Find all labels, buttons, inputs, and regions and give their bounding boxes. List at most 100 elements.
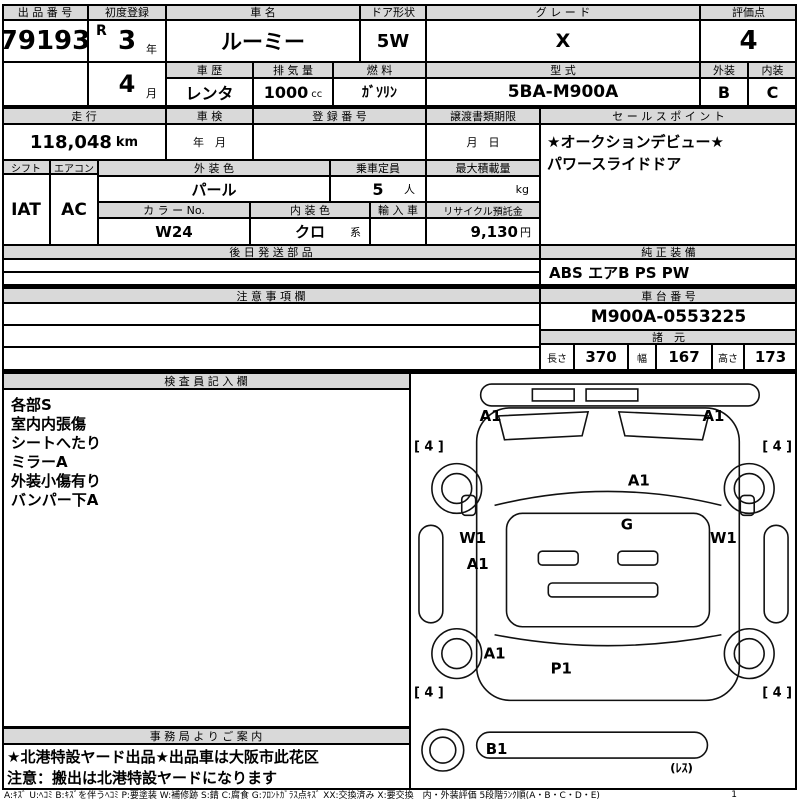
diagram-label-spare: (ﾚｽ) [670,761,693,775]
notes-row1 [2,303,540,325]
grade-value: X [426,20,700,62]
grille-slot-left [531,388,575,402]
first-registration-label: 初度登録 [88,4,166,20]
equipment-value: ABS エアB PS PW [540,259,797,285]
inspection-value: 年 月 [166,124,253,160]
import-value [370,218,426,245]
inspection-label: 車 検 [166,108,253,124]
grille-slot-right [585,388,639,402]
seat-rear-shape [547,582,659,598]
specs-label: 諸 元 [540,330,797,344]
windshield-line [494,490,722,507]
max-load-label: 最大積載量 [426,160,540,176]
shift-value: IAT [2,174,50,245]
page-number: 1 [731,789,737,800]
score-value: 4 [700,20,797,62]
first-reg-month-unit: 月 [146,87,157,100]
car-name-label: 車 名 [166,4,360,20]
recycle-deposit-value: 9,130 [470,222,518,241]
wheel-rear-right [723,627,775,680]
history-value: レンタ [166,78,253,106]
diagram-label-hood: A1 [628,471,650,489]
section-divider-4 [2,726,410,728]
transfer-deadline-value: 月 日 [426,124,540,160]
exterior-grade-label: 外装 [700,62,748,78]
inspector-line: 各部S [11,396,52,414]
width-label: 幅 [628,344,656,370]
notes-label: 注 意 事 項 欄 [2,288,540,303]
wheel-rear-left [431,627,483,680]
transfer-deadline-label: 譲渡書類期限 [426,108,540,124]
equipment-label: 純 正 装 備 [540,245,797,259]
interior-color-value: クロ [294,223,325,241]
office-notice-line1: ★北港特設ヤード出品★出品車は大阪市此花区 [7,748,319,766]
diagram-label-glass: G [621,515,633,533]
sales-point-line1: ★オークションデビュー★ [547,133,724,151]
recycle-deposit-label: リサイクル預託金 [426,202,540,218]
diagram-panel: A1 A1 [ 4 ] [ 4 ] A1 W1 G W1 A1 A1 P1 [ … [410,373,797,790]
mirror-right-shape [739,494,756,517]
wheel-front-left [431,462,483,515]
diagram-label-tire-rear-left: [ 4 ] [414,685,444,700]
inspector-line: 外装小傷有り [11,472,102,490]
registration-no-value [253,124,426,160]
diagram-label-tire-front-left: [ 4 ] [414,440,444,455]
later-parts-row2 [2,272,540,285]
car-damage-diagram: A1 A1 [ 4 ] [ 4 ] A1 W1 G W1 A1 A1 P1 [ … [414,383,792,775]
history-label: 車 歴 [166,62,253,78]
aircon-label: エアコン [50,160,98,174]
model-code-label: 型 式 [426,62,700,78]
wheel-front-right [723,462,775,515]
front-bumper-shape [479,383,760,407]
capacity-unit: 人 [404,183,415,196]
car-body-outline [475,407,741,702]
spare-tire-shape [421,728,465,772]
later-parts-label: 後 日 発 送 部 品 [2,245,540,259]
seat-front-left-shape [537,550,579,566]
length-value: 370 [574,344,628,370]
section-divider-1 [2,105,797,108]
score-label: 評価点 [700,4,797,20]
fuel-value: ｶﾞｿﾘﾝ [333,78,426,106]
damage-legend: A:ｷｽﾞ U:ﾍｺﾐ B:ｷｽﾞを伴うﾍｺﾐ P:要塗装 W:補修跡 S:錆 … [4,791,600,801]
model-code-value: 5BA-M900A [426,78,700,106]
diagram-label-tire-front-right: [ 4 ] [762,440,792,455]
diagram-label-rear-bumper: B1 [486,740,508,758]
exterior-color-value: パール [98,176,330,202]
interior-color-unit: 系 [350,225,361,239]
interior-grade-label: 内装 [748,62,797,78]
first-reg-year-unit: 年 [146,43,157,56]
width-value: 167 [656,344,712,370]
grade-label: グ レ ー ド [426,4,700,20]
exterior-color-label: 外 装 色 [98,160,330,176]
import-label: 輸 入 車 [370,202,426,218]
color-no-label: カ ラ ー No. [98,202,250,218]
notes-row2 [2,325,540,347]
max-load-unit: kg [426,176,540,202]
notes-row3 [2,347,540,370]
shift-label: シフト [2,160,50,174]
sales-point-label: セ ー ル ス ポ イ ン ト [540,108,797,124]
door-shape-label: ドア形状 [360,4,426,20]
length-label: 長さ [540,344,574,370]
door-shape-value: 5W [360,20,426,62]
office-notice-label: 事 務 局 よ り ご 案 内 [2,728,410,744]
exterior-grade-value: B [700,78,748,106]
displacement-unit: cc [311,89,323,100]
sill-left-shape [418,524,444,624]
inspector-line: ミラーA [11,453,68,471]
exhibit-no-empty-cell [2,62,88,106]
inspector-notes-label: 検 査 員 記 入 欄 [2,373,410,389]
capacity-label: 乗車定員 [330,160,426,176]
aircon-value: AC [50,174,98,245]
inspector-line: 室内内張傷 [11,415,87,433]
office-notice-line2: 注意：搬出は北港特設ヤードになります [7,769,278,787]
registration-no-label: 登 録 番 号 [253,108,426,124]
seat-front-right-shape [617,550,659,566]
mileage-label: 走 行 [2,108,166,124]
sales-point-line2: パワースライドドア [547,155,682,173]
diagram-label-door-left-w: W1 [459,529,486,547]
headlight-right-shape [617,411,710,441]
section-divider-3 [2,370,797,373]
